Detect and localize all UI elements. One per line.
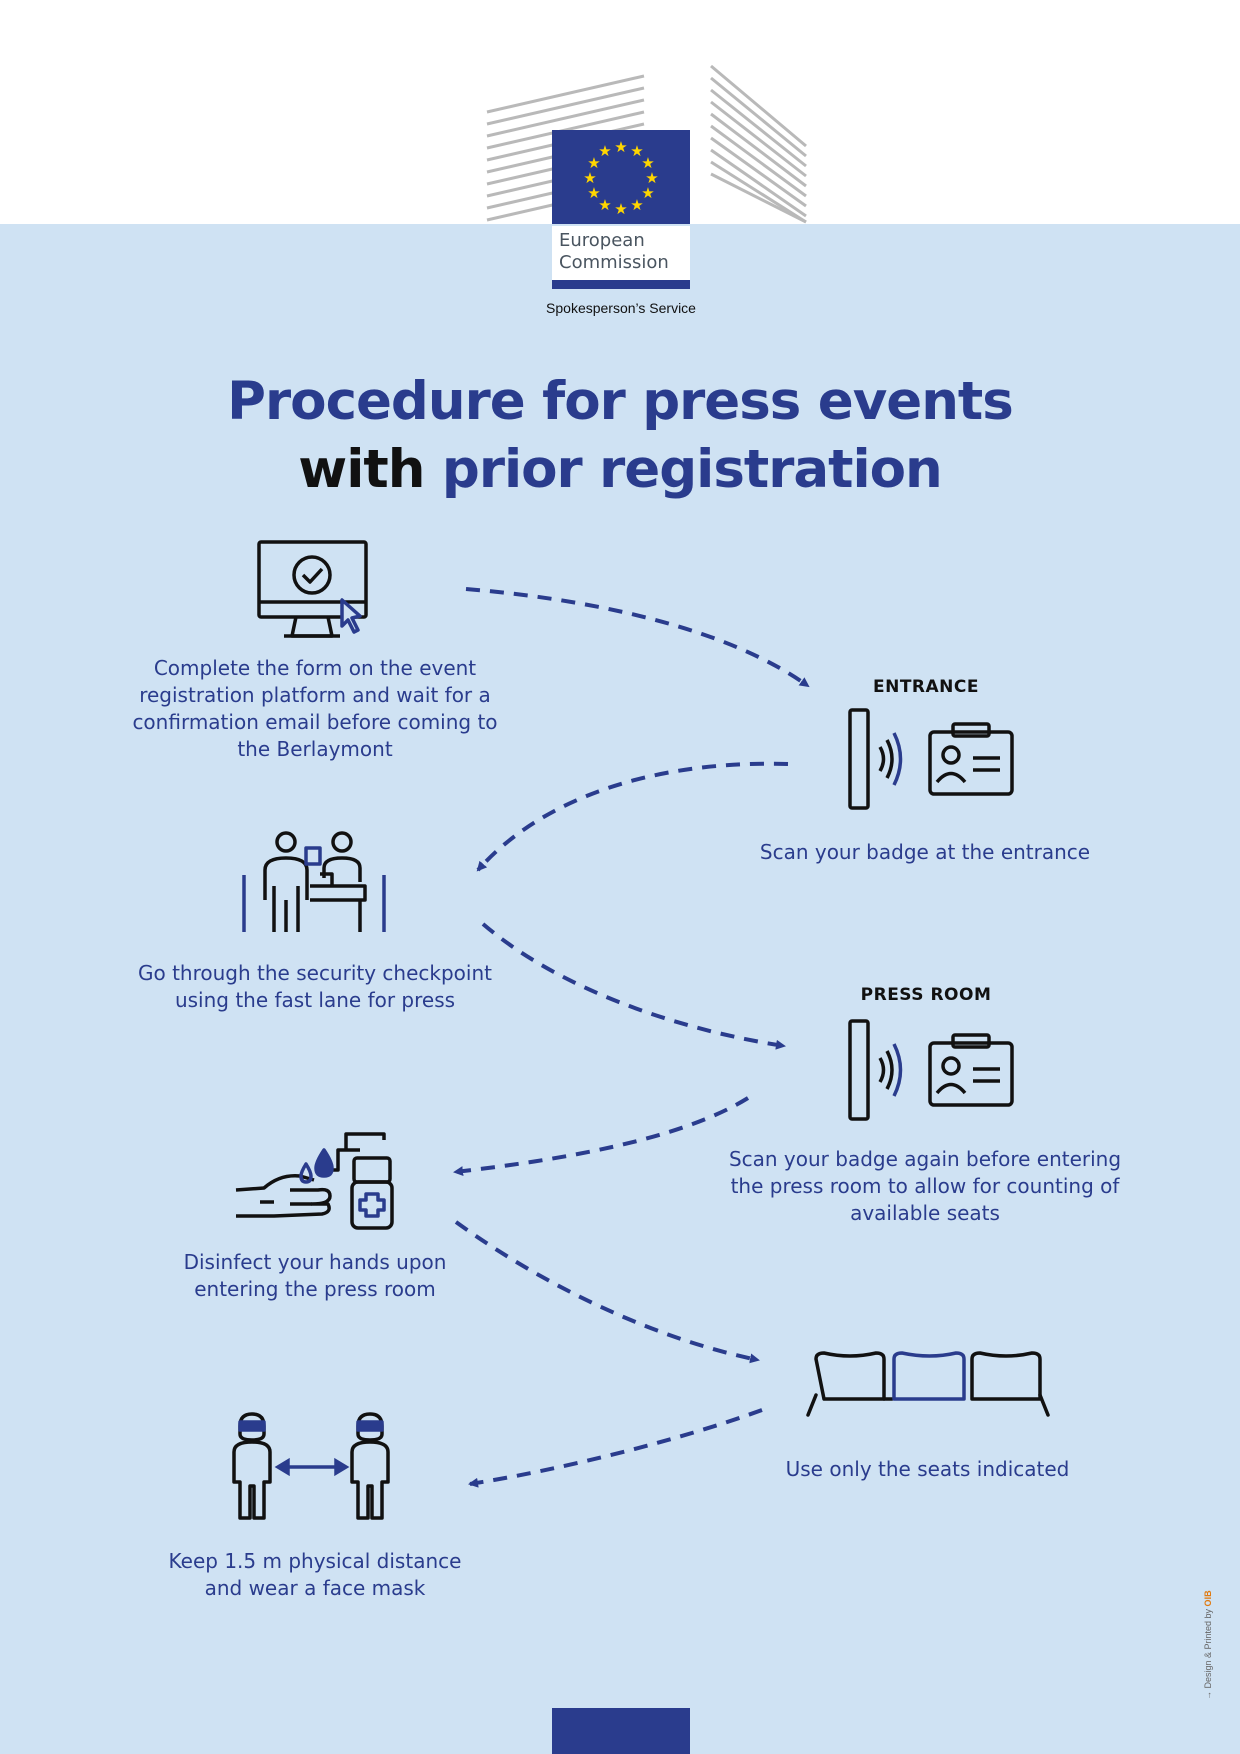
title-line1: Procedure for press events xyxy=(227,371,1014,432)
step-security-text: Go through the security checkpoint using… xyxy=(138,961,492,1012)
svg-text:★: ★ xyxy=(641,154,654,172)
svg-text:★: ★ xyxy=(645,169,658,187)
step-distance-text: Keep 1.5 m physical distance and wear a … xyxy=(168,1549,462,1600)
arrow-4 xyxy=(453,1096,750,1177)
entrance-heading: ENTRANCE xyxy=(873,677,979,697)
pressroom-heading: PRESS ROOM xyxy=(860,985,992,1005)
hand-sanitizer-icon xyxy=(235,1132,394,1230)
arrow-3 xyxy=(481,922,786,1050)
badge-scan-icon xyxy=(848,708,1014,810)
step-entrance-text: Scan your badge at the entrance xyxy=(759,840,1091,864)
credit-prefix: → Design & Printed by xyxy=(1203,1608,1213,1700)
title-word-with: with xyxy=(298,439,425,500)
seats-icon xyxy=(806,1351,1050,1417)
svg-text:★: ★ xyxy=(587,184,600,202)
eu-stars-icon: ★ ★ ★ ★ ★ ★ ★ ★ ★ ★ ★ ★ xyxy=(583,138,658,218)
step-disinfect-text: Disinfect your hands upon entering the p… xyxy=(183,1250,447,1301)
svg-text:★: ★ xyxy=(630,196,643,214)
badge-scan-again-icon xyxy=(848,1019,1014,1121)
arrow-5 xyxy=(454,1220,760,1364)
computer-check-icon xyxy=(257,540,368,638)
berlaymont-building-logo: ★ ★ ★ ★ ★ ★ ★ ★ ★ ★ ★ ★ xyxy=(486,64,807,224)
page-title: Procedure for press events with prior re… xyxy=(0,368,1240,504)
svg-text:★: ★ xyxy=(614,200,627,218)
svg-text:★: ★ xyxy=(598,196,611,214)
step-pressroom-text: Scan your badge again before entering th… xyxy=(728,1147,1122,1225)
print-credit: → Design & Printed by OIB xyxy=(1203,1590,1213,1700)
org-name-block: European Commission xyxy=(552,226,690,288)
svg-text:★: ★ xyxy=(641,184,654,202)
bottom-accent-box xyxy=(552,1708,690,1754)
title-prior-registration: prior registration xyxy=(441,439,943,500)
svg-text:★: ★ xyxy=(587,154,600,172)
service-label: Spokesperson’s Service xyxy=(546,300,696,316)
arrow-6 xyxy=(468,1408,763,1488)
arrow-1 xyxy=(465,587,810,688)
svg-text:★: ★ xyxy=(583,169,596,187)
org-name-line2: Commission xyxy=(559,252,669,273)
svg-text:★: ★ xyxy=(614,138,627,156)
logo-underline xyxy=(552,280,690,289)
svg-text:★: ★ xyxy=(598,142,611,160)
step-seats-text: Use only the seats indicated xyxy=(785,1457,1070,1481)
title-line2: with prior registration xyxy=(0,436,1240,504)
svg-text:★: ★ xyxy=(630,142,643,160)
step-register-text: Complete the form on the event registrat… xyxy=(132,656,498,761)
credit-org: OIB xyxy=(1203,1590,1213,1607)
physical-distance-icon xyxy=(232,1412,390,1520)
eu-flag xyxy=(552,130,690,224)
security-checkpoint-icon xyxy=(242,831,386,932)
org-name-line1: European xyxy=(559,230,645,251)
